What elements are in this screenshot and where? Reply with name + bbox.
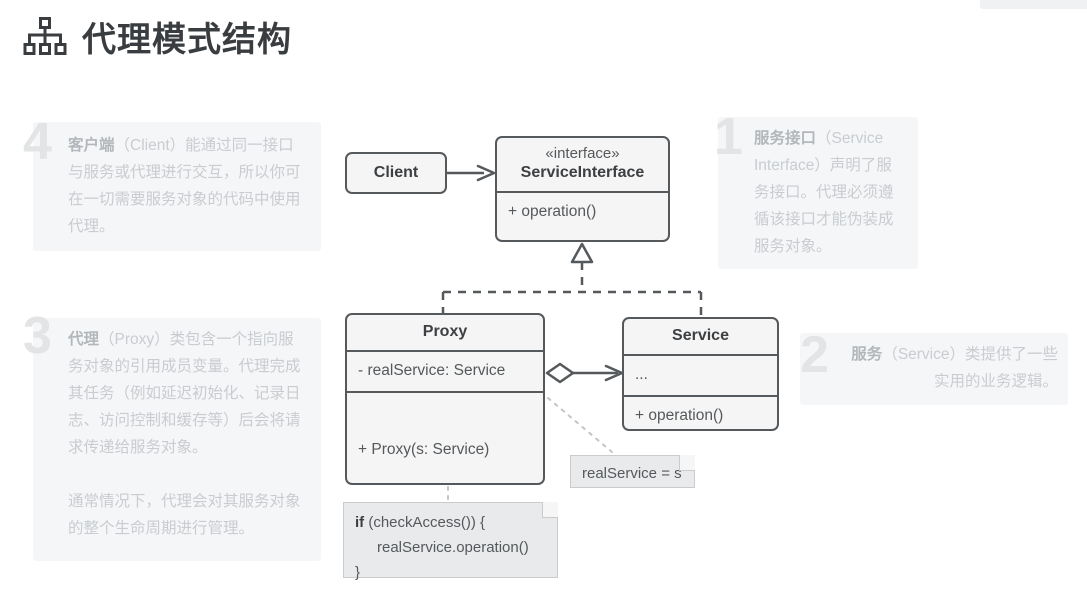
note-code-snippet: if (checkAccess()) { realService.operati…	[343, 502, 558, 581]
annotation-panel-proxy: 3 代理（Proxy）类包含一个指向服务对象的引用成员变量。代理完成其任务（例如…	[23, 310, 321, 561]
code-line-1-rest: (checkAccess()) {	[364, 514, 486, 531]
class-attributes: ...	[624, 354, 777, 395]
attribute-item: - realService: Service	[358, 362, 506, 379]
annotation-text: 客户端（Client）能通过同一接口与服务或代理进行交互，所以你可在一切需要服务…	[68, 132, 307, 240]
annotation-text: 服务（Service）类提供了一些实用的业务逻辑。	[840, 341, 1058, 395]
class-header: Service	[624, 319, 777, 354]
annotation-number: 1	[714, 108, 743, 166]
class-name: ServiceInterface	[520, 164, 645, 181]
uml-class-client[interactable]: Client	[345, 152, 447, 194]
note-text: realService = s	[582, 465, 682, 482]
annotation-number: 2	[800, 326, 829, 384]
uml-class-service[interactable]: Service ... + operation()	[622, 317, 779, 431]
class-operations: + operation()	[497, 191, 668, 232]
annotation-body: （Proxy）类包含一个指向服务对象的引用成员变量。代理完成其任务（例如延迟初始…	[68, 331, 301, 537]
annotation-number: 3	[23, 307, 52, 365]
class-name: Proxy	[422, 323, 468, 340]
page-title: 代理模式结构	[82, 21, 292, 59]
note-code-line-2: realService.operation()	[377, 539, 529, 556]
class-operations: + Proxy(s: Service) + checkAccess() + op…	[347, 391, 543, 483]
uml-class-proxy[interactable]: Proxy - realService: Service + Proxy(s: …	[345, 313, 545, 485]
class-operations: + operation()	[624, 395, 777, 429]
annotation-term: 代理	[68, 331, 100, 348]
annotation-body: （Service Interface）声明了服务接口。代理必须遵循该接口才能伪装…	[754, 130, 894, 255]
arrowhead-open	[476, 164, 496, 182]
operation-list: + Proxy(s: Service) + checkAccess() + op…	[347, 393, 543, 483]
class-header: «interface» ServiceInterface	[497, 138, 668, 191]
class-stereotype: «interface»	[545, 145, 620, 162]
page-header: 代理模式结构	[22, 12, 292, 61]
sitemap-icon	[23, 16, 67, 55]
class-attributes: - realService: Service	[347, 350, 543, 391]
diamond-aggregation	[545, 362, 575, 384]
note-fold-corner	[542, 502, 558, 518]
attribute-item: ...	[635, 366, 648, 383]
class-header: Client	[347, 154, 445, 192]
note-code-line-3: }	[355, 564, 361, 581]
class-name: Service	[672, 327, 729, 344]
annotation-term: 服务接口	[754, 130, 817, 147]
note-code-line-1: if (checkAccess()) {	[355, 510, 557, 535]
top-right-band	[980, 0, 1087, 9]
operation-item: + Proxy(s: Service)	[358, 441, 490, 458]
annotation-text: 服务接口（Service Interface）声明了服务接口。代理必须遵循该接口…	[754, 125, 906, 260]
annotation-number: 4	[23, 113, 52, 171]
annotation-body: （Client）能通过同一接口与服务或代理进行交互，所以你可在一切需要服务对象的…	[68, 137, 301, 235]
annotation-term: 客户端	[68, 137, 115, 154]
note-fold-corner	[679, 455, 695, 471]
operation-item: + operation()	[635, 407, 724, 424]
uml-class-service-interface[interactable]: «interface» ServiceInterface + operation…	[495, 136, 670, 242]
annotation-panel-service: 2 服务（Service）类提供了一些实用的业务逻辑。	[800, 329, 1068, 405]
leader-to-assignment-note	[547, 397, 613, 453]
annotation-text: 代理（Proxy）类包含一个指向服务对象的引用成员变量。代理完成其任务（例如延迟…	[68, 326, 307, 542]
class-header: Proxy	[347, 315, 543, 350]
operation-item: + operation()	[508, 203, 597, 220]
arrowhead-triangle-realization	[570, 242, 594, 264]
note-assignment: realService = s	[570, 455, 695, 488]
annotation-term: 服务	[851, 346, 883, 363]
class-name: Client	[373, 164, 419, 181]
annotation-panel-service-interface: 1 服务接口（Service Interface）声明了服务接口。代理必须遵循该…	[714, 111, 918, 269]
code-keyword-if: if	[355, 514, 365, 531]
annotation-body: （Service）类提供了一些实用的业务逻辑。	[882, 346, 1058, 390]
annotation-panel-client: 4 客户端（Client）能通过同一接口与服务或代理进行交互，所以你可在一切需要…	[23, 116, 321, 251]
